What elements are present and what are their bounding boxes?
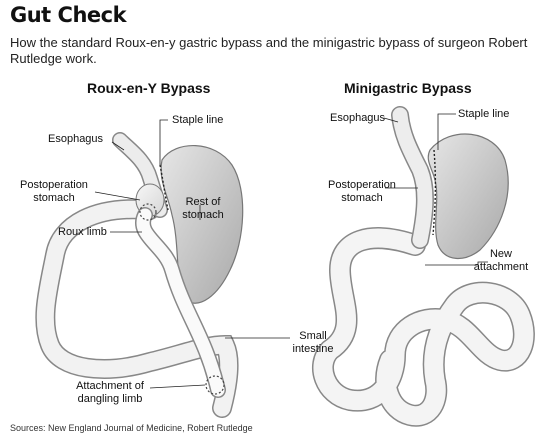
roux-rest-of-stomach: [160, 145, 244, 304]
panel-title-minigastric: Minigastric Bypass: [344, 80, 472, 96]
source-credit: Sources: New England Journal of Medicine…: [10, 423, 253, 433]
minigastric-diagram: [312, 106, 535, 427]
roux-pouch-stitches: [139, 203, 157, 221]
mini-label-esophagus: Esophagus: [330, 112, 386, 124]
mini-leader-lines: [383, 113, 488, 266]
chart-title: Gut Check: [10, 3, 127, 27]
mini-label-staple-line: Staple line: [458, 108, 510, 120]
mini-stomach: [427, 133, 509, 259]
chart-subtitle: How the standard Roux-en-y gastric bypas…: [10, 35, 528, 66]
panel-title-roux: Roux-en-Y Bypass: [87, 80, 211, 96]
roux-label-esophagus: Esophagus: [48, 133, 104, 145]
roux-attachment-stitches: [205, 375, 225, 395]
roux-diagram: [35, 132, 244, 418]
roux-staple-line: [159, 164, 169, 211]
roux-label-roux-limb: Roux limb: [58, 226, 107, 238]
roux-leader-lines: [94, 119, 290, 389]
roux-label-staple-line: Staple line: [172, 114, 224, 126]
